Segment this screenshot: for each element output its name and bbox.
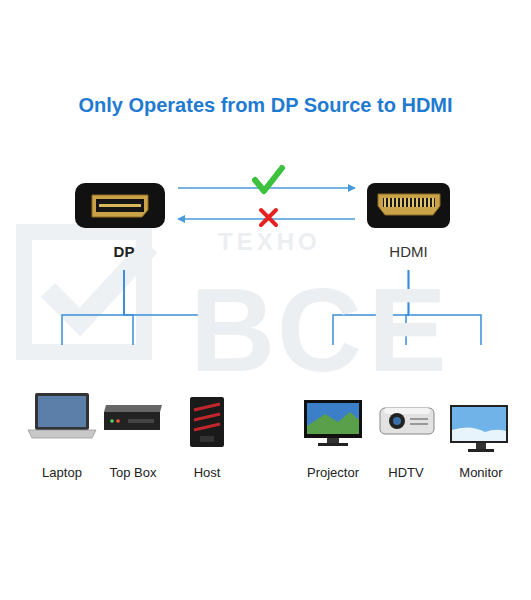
projector-icon <box>380 408 434 434</box>
hdmi-port-icon <box>367 183 450 228</box>
title: Only Operates from DP Source to HDMI <box>0 94 531 117</box>
display-device: Projector <box>299 345 367 483</box>
watermark: ТЕХНО <box>218 228 321 256</box>
desktop-tower-icon <box>190 397 224 447</box>
device-label: Monitor <box>459 465 502 483</box>
laptop-icon <box>28 393 96 438</box>
watermark-logo <box>24 232 150 352</box>
device-label: HDTV <box>388 465 423 483</box>
port-label: HDMI <box>389 243 427 270</box>
display-device: Monitor <box>447 345 515 483</box>
hdmi-port: HDMI <box>355 178 462 270</box>
set-top-box-icon <box>104 405 162 430</box>
device-label: Laptop <box>42 465 82 483</box>
source-device: Laptop <box>28 345 96 483</box>
source-device: Host <box>173 345 241 483</box>
port-label: DP <box>114 243 135 270</box>
device-label: Host <box>194 465 221 483</box>
tree-line <box>124 270 133 345</box>
watermark: ВСЕ <box>190 262 453 398</box>
signal-arrow <box>178 218 355 220</box>
device-label: Top Box <box>110 465 157 483</box>
cross-mark <box>261 210 276 225</box>
signal-arrow <box>178 187 355 189</box>
source-device: Top Box <box>99 345 167 483</box>
monitor-icon <box>450 405 508 452</box>
check-mark <box>255 168 282 191</box>
display-device: HDTV <box>372 345 440 483</box>
tree-line <box>62 270 124 345</box>
device-label: Projector <box>307 465 359 483</box>
tv-icon <box>304 400 362 446</box>
dp-port-icon <box>75 183 165 228</box>
dp-port: DP <box>70 178 178 270</box>
